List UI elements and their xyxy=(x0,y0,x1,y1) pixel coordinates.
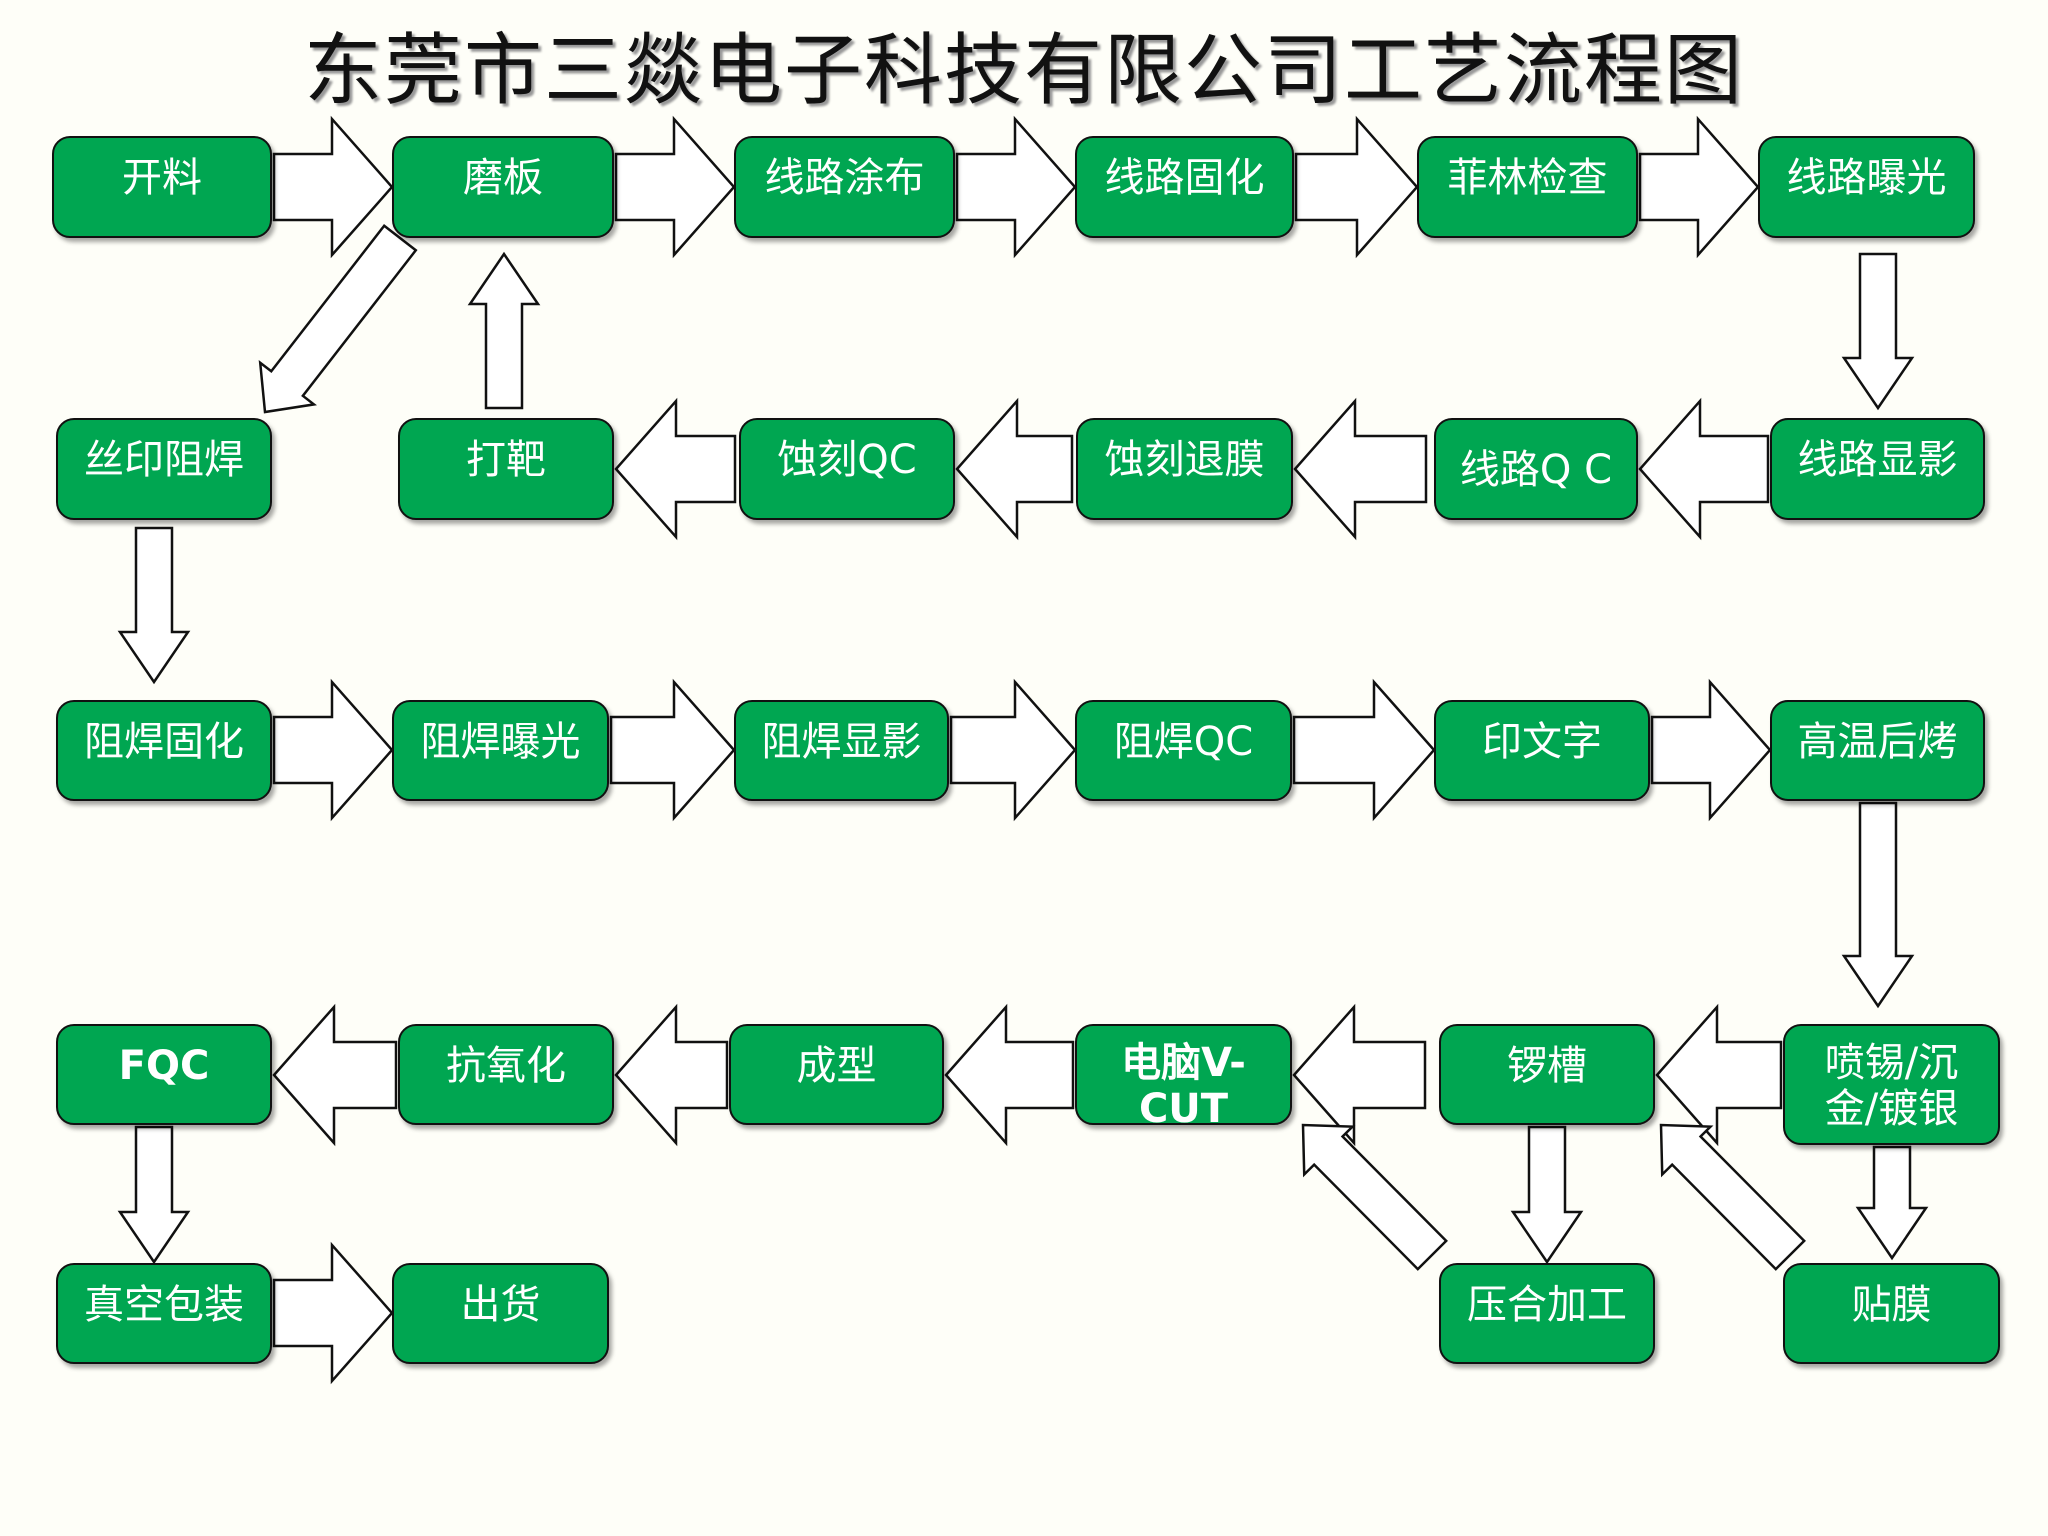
arrow-zhguhua-zhbaoguang xyxy=(272,678,394,822)
step-yahe-jiagong: 压合加工 xyxy=(1439,1263,1655,1364)
step-zuhan-baoguang: 阻焊曝光 xyxy=(392,700,609,801)
arrow-qc-tuimo xyxy=(1293,397,1428,541)
arrow-houkao-penxi xyxy=(1841,801,1915,1009)
step-kang-yanghua: 抗氧化 xyxy=(398,1024,614,1125)
arrow-zhbaoguang-zhxianying xyxy=(609,678,736,822)
step-gaowen-houkao: 高温后烤 xyxy=(1770,700,1985,801)
step-shike-tuimo: 蚀刻退膜 xyxy=(1076,418,1293,520)
step-tiemo: 贴膜 xyxy=(1783,1263,2000,1364)
step-penxi: 喷锡/沉金/镀银 xyxy=(1783,1024,2000,1145)
arrow-guhua-feilin xyxy=(1294,115,1419,259)
arrow-moban-siyin xyxy=(258,223,418,414)
step-xianlu-guhua: 线路固化 xyxy=(1075,136,1294,238)
step-chuhuo: 出货 xyxy=(392,1263,609,1364)
arrow-siyin-guhua xyxy=(117,526,191,685)
step-luocao: 锣槽 xyxy=(1439,1024,1655,1125)
arrow-penxi-tiemo xyxy=(1855,1145,1929,1261)
step-zuhan-xianying: 阻焊显影 xyxy=(734,700,949,801)
step-shike-qc: 蚀刻QC xyxy=(739,418,955,520)
arrow-moban-tubu xyxy=(614,115,736,259)
arrow-shikeqc-daba xyxy=(614,397,737,541)
step-zuhan-qc: 阻焊QC xyxy=(1075,700,1292,801)
arrow-luocao-yahe xyxy=(1510,1125,1584,1265)
arrow-tiemo-luocao xyxy=(1659,1123,1806,1271)
step-fqc: FQC xyxy=(56,1024,272,1125)
arrow-baozhuang-chuhuo xyxy=(272,1241,394,1385)
arrow-yinwenzi-houkao xyxy=(1650,678,1772,822)
arrow-fqc-baozhuang xyxy=(117,1125,191,1265)
arrow-zhxianying-zhqc xyxy=(949,678,1077,822)
step-xianlu-baoguang: 线路曝光 xyxy=(1758,136,1975,238)
step-kailiao: 开料 xyxy=(52,136,272,238)
arrow-penxi-luocao xyxy=(1655,1003,1783,1147)
step-yin-wenzi: 印文字 xyxy=(1434,700,1650,801)
diagram-title: 东莞市三燚电子科技有限公司工艺流程图 xyxy=(303,26,1744,116)
arrow-xianying-qc xyxy=(1638,397,1770,541)
arrow-chengxing-kangyanghua xyxy=(614,1003,729,1147)
arrow-kailiao-moban xyxy=(272,115,394,259)
step-moban: 磨板 xyxy=(392,136,614,238)
step-xianlu-qc: 线路Q C xyxy=(1434,418,1638,520)
step-zhenkong-baozhuang: 真空包装 xyxy=(56,1263,272,1364)
arrow-zhqc-yinwenzi xyxy=(1292,678,1436,822)
step-daba: 打靶 xyxy=(398,418,614,520)
arrow-kangyanghua-fqc xyxy=(272,1003,398,1147)
step-feilin-jiancha: 菲林检查 xyxy=(1417,136,1638,238)
arrow-vcut-chengxing xyxy=(944,1003,1075,1147)
arrow-daba-moban xyxy=(467,251,541,410)
step-xianlu-xianying: 线路显影 xyxy=(1770,418,1985,520)
step-siyin-zuhan: 丝印阻焊 xyxy=(56,418,272,520)
arrow-baoguang-xianying xyxy=(1841,252,1915,411)
step-zuhan-guhua: 阻焊固化 xyxy=(56,700,272,801)
arrow-tuimo-shikeqc xyxy=(955,397,1074,541)
arrow-tubu-guhua xyxy=(955,115,1077,259)
arrow-feilin-baoguang xyxy=(1638,115,1760,259)
step-vcut: 电脑V-CUT xyxy=(1075,1024,1292,1125)
step-xianlu-tubu: 线路涂布 xyxy=(734,136,955,238)
arrow-luocao-vcut xyxy=(1292,1003,1427,1147)
step-chengxing: 成型 xyxy=(729,1024,944,1125)
arrow-yahe-vcut xyxy=(1301,1123,1448,1271)
